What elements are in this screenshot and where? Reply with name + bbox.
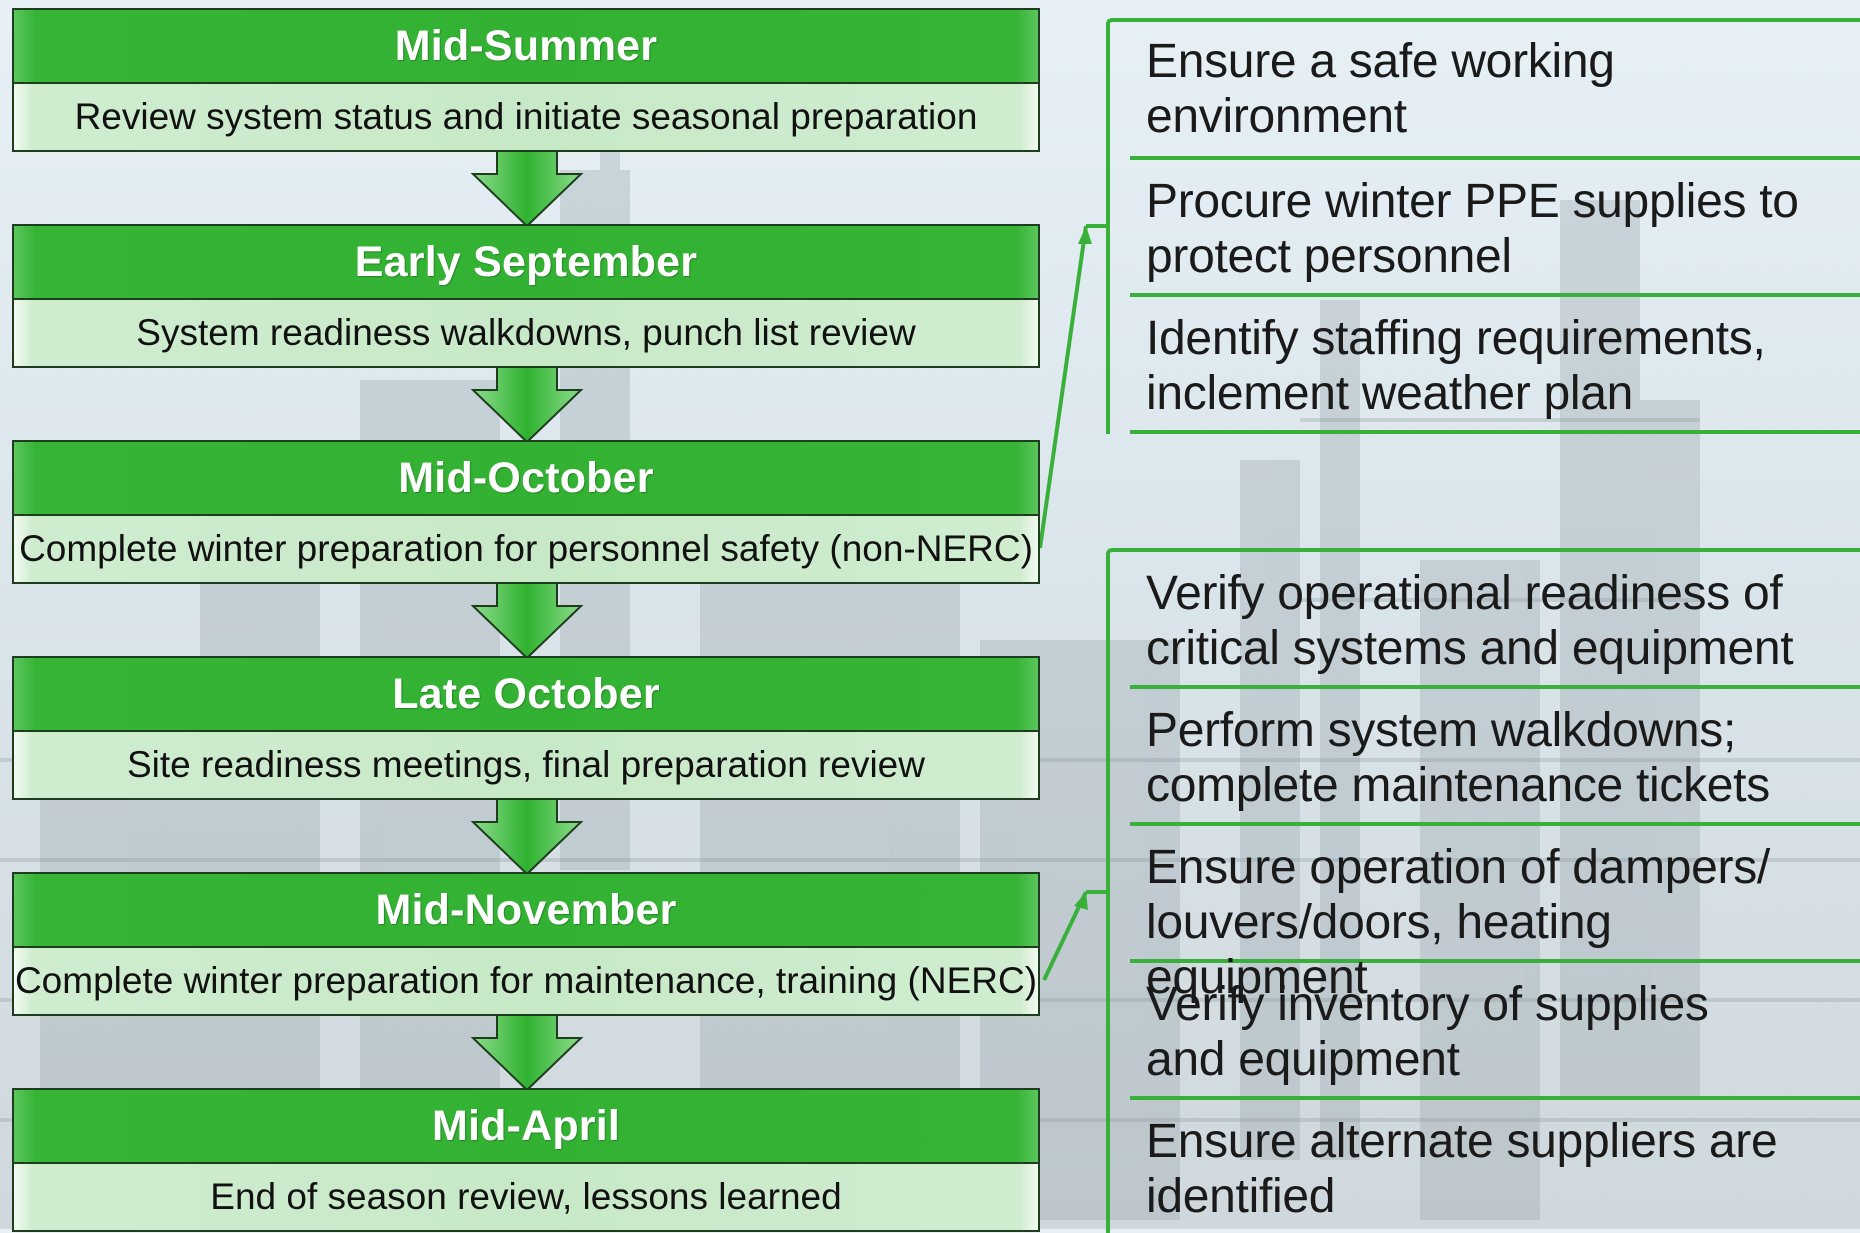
panel-item: Ensure operation of dampers/ louvers/doo… xyxy=(1130,826,1860,1004)
panel-item-text: Ensure operation of dampers/ louvers/doo… xyxy=(1146,841,1770,1004)
panel-item: Verify operational readiness of critical… xyxy=(1130,552,1860,689)
panel-item-text: Verify operational readiness of critical… xyxy=(1146,567,1794,675)
connector-maintenance-arrowhead xyxy=(1074,892,1088,910)
panel-item: Perform system walkdowns; complete maint… xyxy=(1130,689,1860,826)
down-arrow-3 xyxy=(470,581,584,660)
stage-title: Mid-Summer xyxy=(12,8,1040,83)
stage-description: Site readiness meetings, final preparati… xyxy=(12,730,1040,800)
panel-item: Ensure alternate suppliers are identifie… xyxy=(1130,1100,1860,1223)
stage-mid-summer: Mid-Summer Review system status and init… xyxy=(12,8,1040,152)
down-arrow-2 xyxy=(470,365,584,444)
panel-item: Identify staffing requirements, inclemen… xyxy=(1130,297,1860,434)
down-arrow-4 xyxy=(470,797,584,876)
down-arrow-1 xyxy=(470,149,584,228)
panel-item-text: Ensure a safe working environment xyxy=(1146,35,1615,143)
stage-description: End of season review, lessons learned xyxy=(12,1162,1040,1232)
panel-item-text: Verify inventory of supplies and equipme… xyxy=(1146,978,1709,1086)
maintenance-panel: Verify operational readiness of critical… xyxy=(1106,548,1860,1233)
stage-title: Early September xyxy=(12,224,1040,299)
down-arrow-5 xyxy=(470,1013,584,1092)
stage-title: Mid-April xyxy=(12,1088,1040,1163)
stage-description: Complete winter preparation for personne… xyxy=(12,514,1040,584)
panel-item-text: Perform system walkdowns; complete maint… xyxy=(1146,704,1770,812)
stage-early-september: Early September System readiness walkdow… xyxy=(12,224,1040,368)
panel-item-text: Ensure alternate suppliers are identifie… xyxy=(1146,1115,1778,1223)
panel-item: Procure winter PPE supplies to protect p… xyxy=(1130,160,1860,297)
stage-description: Review system status and initiate season… xyxy=(12,82,1040,152)
stage-mid-november: Mid-November Complete winter preparation… xyxy=(12,872,1040,1016)
stage-title: Late October xyxy=(12,656,1040,731)
panel-item-text: Procure winter PPE supplies to protect p… xyxy=(1146,175,1799,283)
stage-title: Mid-October xyxy=(12,440,1040,515)
panel-item-text: Identify staffing requirements, inclemen… xyxy=(1146,312,1766,420)
stage-mid-april: Mid-April End of season review, lessons … xyxy=(12,1088,1040,1232)
stage-late-october: Late October Site readiness meetings, fi… xyxy=(12,656,1040,800)
connector-personnel xyxy=(1038,224,1108,549)
stage-description: System readiness walkdowns, punch list r… xyxy=(12,298,1040,368)
connector-personnel-arrowhead xyxy=(1078,226,1092,244)
stage-mid-october: Mid-October Complete winter preparation … xyxy=(12,440,1040,584)
stage-description: Complete winter preparation for maintena… xyxy=(12,946,1040,1016)
stage-title: Mid-November xyxy=(12,872,1040,947)
panel-item: Ensure a safe working environment xyxy=(1130,22,1860,160)
panel-item: Verify inventory of supplies and equipme… xyxy=(1130,963,1860,1100)
personnel-safety-panel: Ensure a safe working environment Procur… xyxy=(1106,18,1860,434)
